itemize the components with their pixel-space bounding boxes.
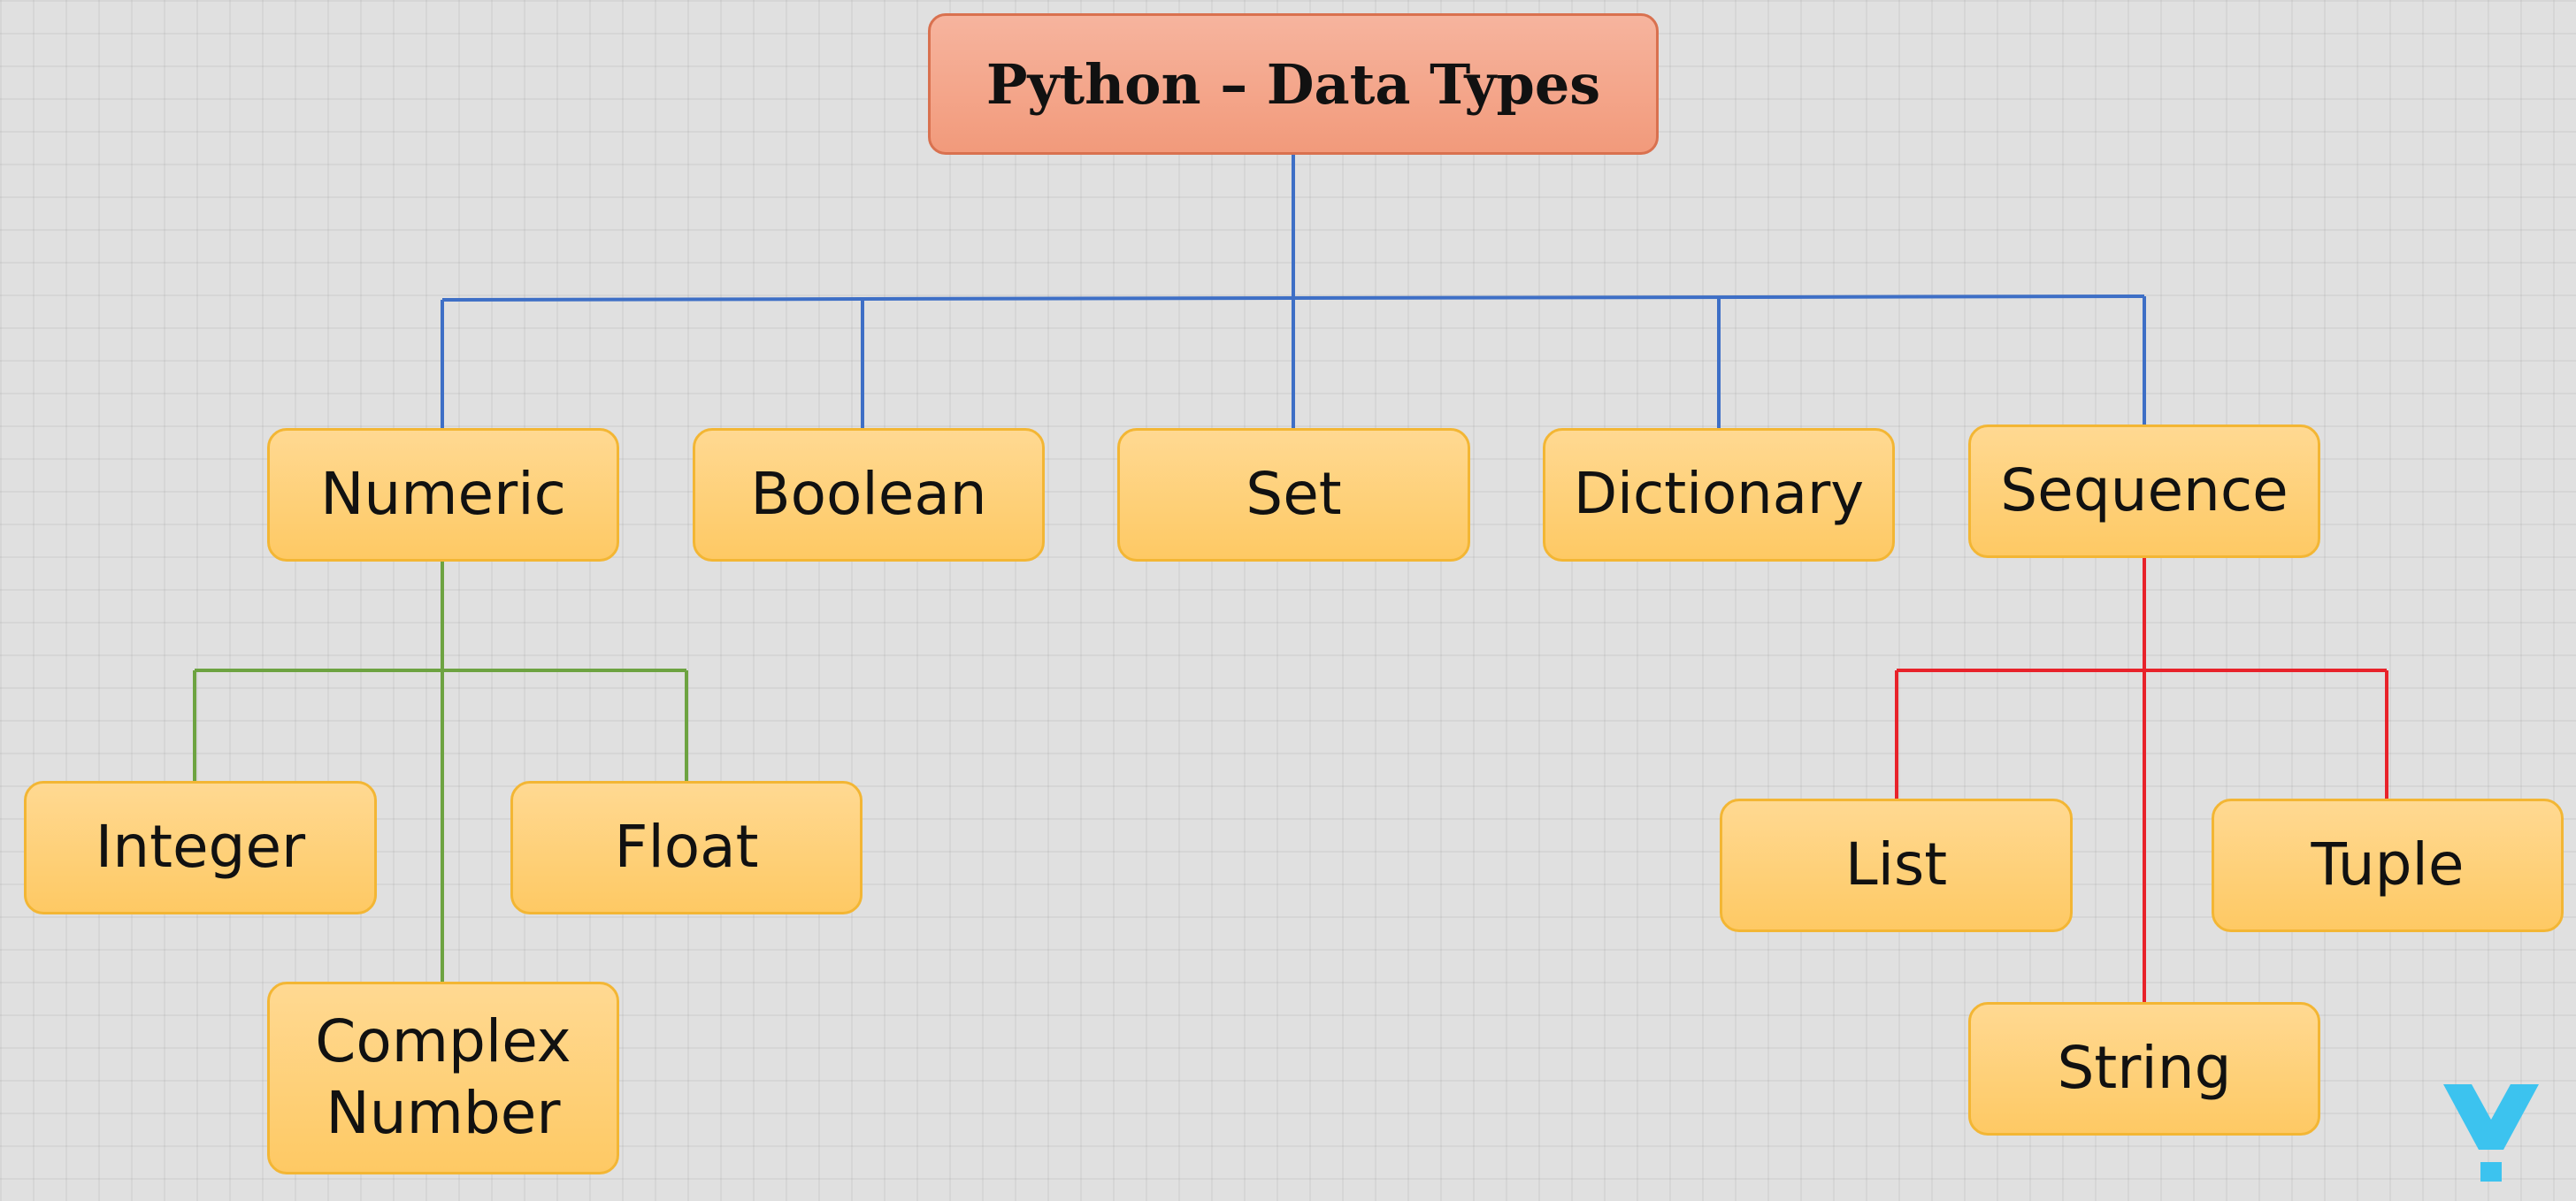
float-node: Float xyxy=(510,781,862,914)
tuple-label: Tuple xyxy=(2311,830,2465,899)
sequence-node: Sequence xyxy=(1968,425,2320,558)
set-label: Set xyxy=(1246,460,1342,529)
boolean-label: Boolean xyxy=(750,460,987,529)
tuple-node: Tuple xyxy=(2212,799,2564,932)
numeric-node: Numeric xyxy=(267,428,619,562)
numeric-connectors xyxy=(193,562,688,982)
root-label: Python – Data Types xyxy=(985,51,1601,117)
dictionary-node: Dictionary xyxy=(1543,428,1895,562)
complex-number-node: Complex Number xyxy=(267,982,619,1174)
dictionary-label: Dictionary xyxy=(1573,462,1865,528)
root-connectors xyxy=(441,155,2146,428)
complex-number-label: Complex Number xyxy=(315,1007,571,1147)
integer-label: Integer xyxy=(95,813,306,882)
boolean-node: Boolean xyxy=(693,428,1045,562)
list-label: List xyxy=(1844,830,1948,899)
set-node: Set xyxy=(1117,428,1470,562)
brand-logo-icon xyxy=(2443,1084,2539,1182)
numeric-label: Numeric xyxy=(320,460,566,529)
root-node: Python – Data Types xyxy=(928,13,1659,155)
string-label: String xyxy=(2057,1034,2232,1103)
sequence-connectors xyxy=(1895,558,2388,1002)
list-node: List xyxy=(1720,799,2073,932)
sequence-label: Sequence xyxy=(2000,456,2288,525)
string-node: String xyxy=(1968,1002,2320,1136)
float-label: Float xyxy=(614,813,759,882)
integer-node: Integer xyxy=(24,781,377,914)
